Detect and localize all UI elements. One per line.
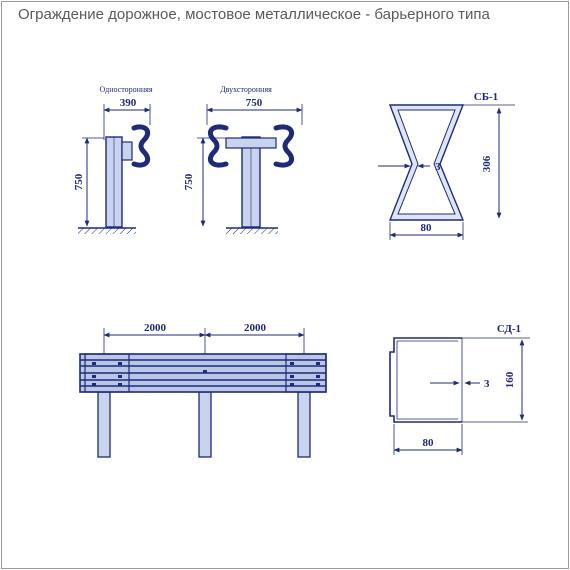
sd1-profile-outline [389, 337, 462, 423]
single-spacer [121, 141, 133, 161]
elevation-splice-right [285, 353, 327, 393]
elevation-splice-left [84, 353, 130, 393]
sb1-width-label: 80 [421, 222, 433, 234]
sd1-height-label: 160 [504, 371, 516, 388]
double-height-label: 750 [183, 173, 195, 190]
single-width-label: 390 [120, 97, 137, 109]
page-title: Ограждение дорожное, мостовое металличес… [18, 6, 490, 23]
single-height-label: 750 [73, 173, 85, 190]
sd1-profile-inner [396, 340, 458, 420]
single-w-beam [131, 124, 151, 168]
sd1-width-label: 80 [423, 437, 435, 449]
elevation-view: 2000 2000 [79, 322, 327, 458]
double-cross-beam [225, 137, 277, 149]
single-ground-hatch [78, 228, 136, 234]
double-ground-hatch [226, 228, 278, 234]
elevation-bolts [92, 362, 320, 386]
sb1-name: СБ-1 [474, 91, 498, 103]
elevation-span-right-label: 2000 [244, 322, 267, 334]
profile-sd1: СД-1 160 3 80 [389, 323, 530, 455]
double-width-label: 750 [246, 97, 263, 109]
double-sided-section: Двухсторонняя 750 750 [183, 85, 303, 234]
elevation-post-3 [297, 391, 311, 458]
elevation-span-left-label: 2000 [144, 322, 167, 334]
double-w-beam-right [273, 124, 294, 168]
double-sided-caption: Двухсторонняя [220, 85, 272, 94]
elevation-post-1 [97, 391, 111, 458]
profile-sb1: СБ-1 306 3 80 [378, 91, 515, 240]
sd1-name: СД-1 [497, 323, 521, 335]
sd1-thickness-label: 3 [484, 378, 490, 390]
double-w-beam-left [208, 124, 229, 168]
single-sided-caption: Односторонняя [99, 85, 152, 94]
single-sided-section: Односторонняя 390 750 [73, 85, 153, 234]
sb1-profile-inner [397, 109, 456, 215]
sb1-height-label: 306 [481, 155, 493, 172]
elevation-post-2 [198, 391, 212, 458]
sb1-thickness-label: 3 [435, 161, 441, 173]
